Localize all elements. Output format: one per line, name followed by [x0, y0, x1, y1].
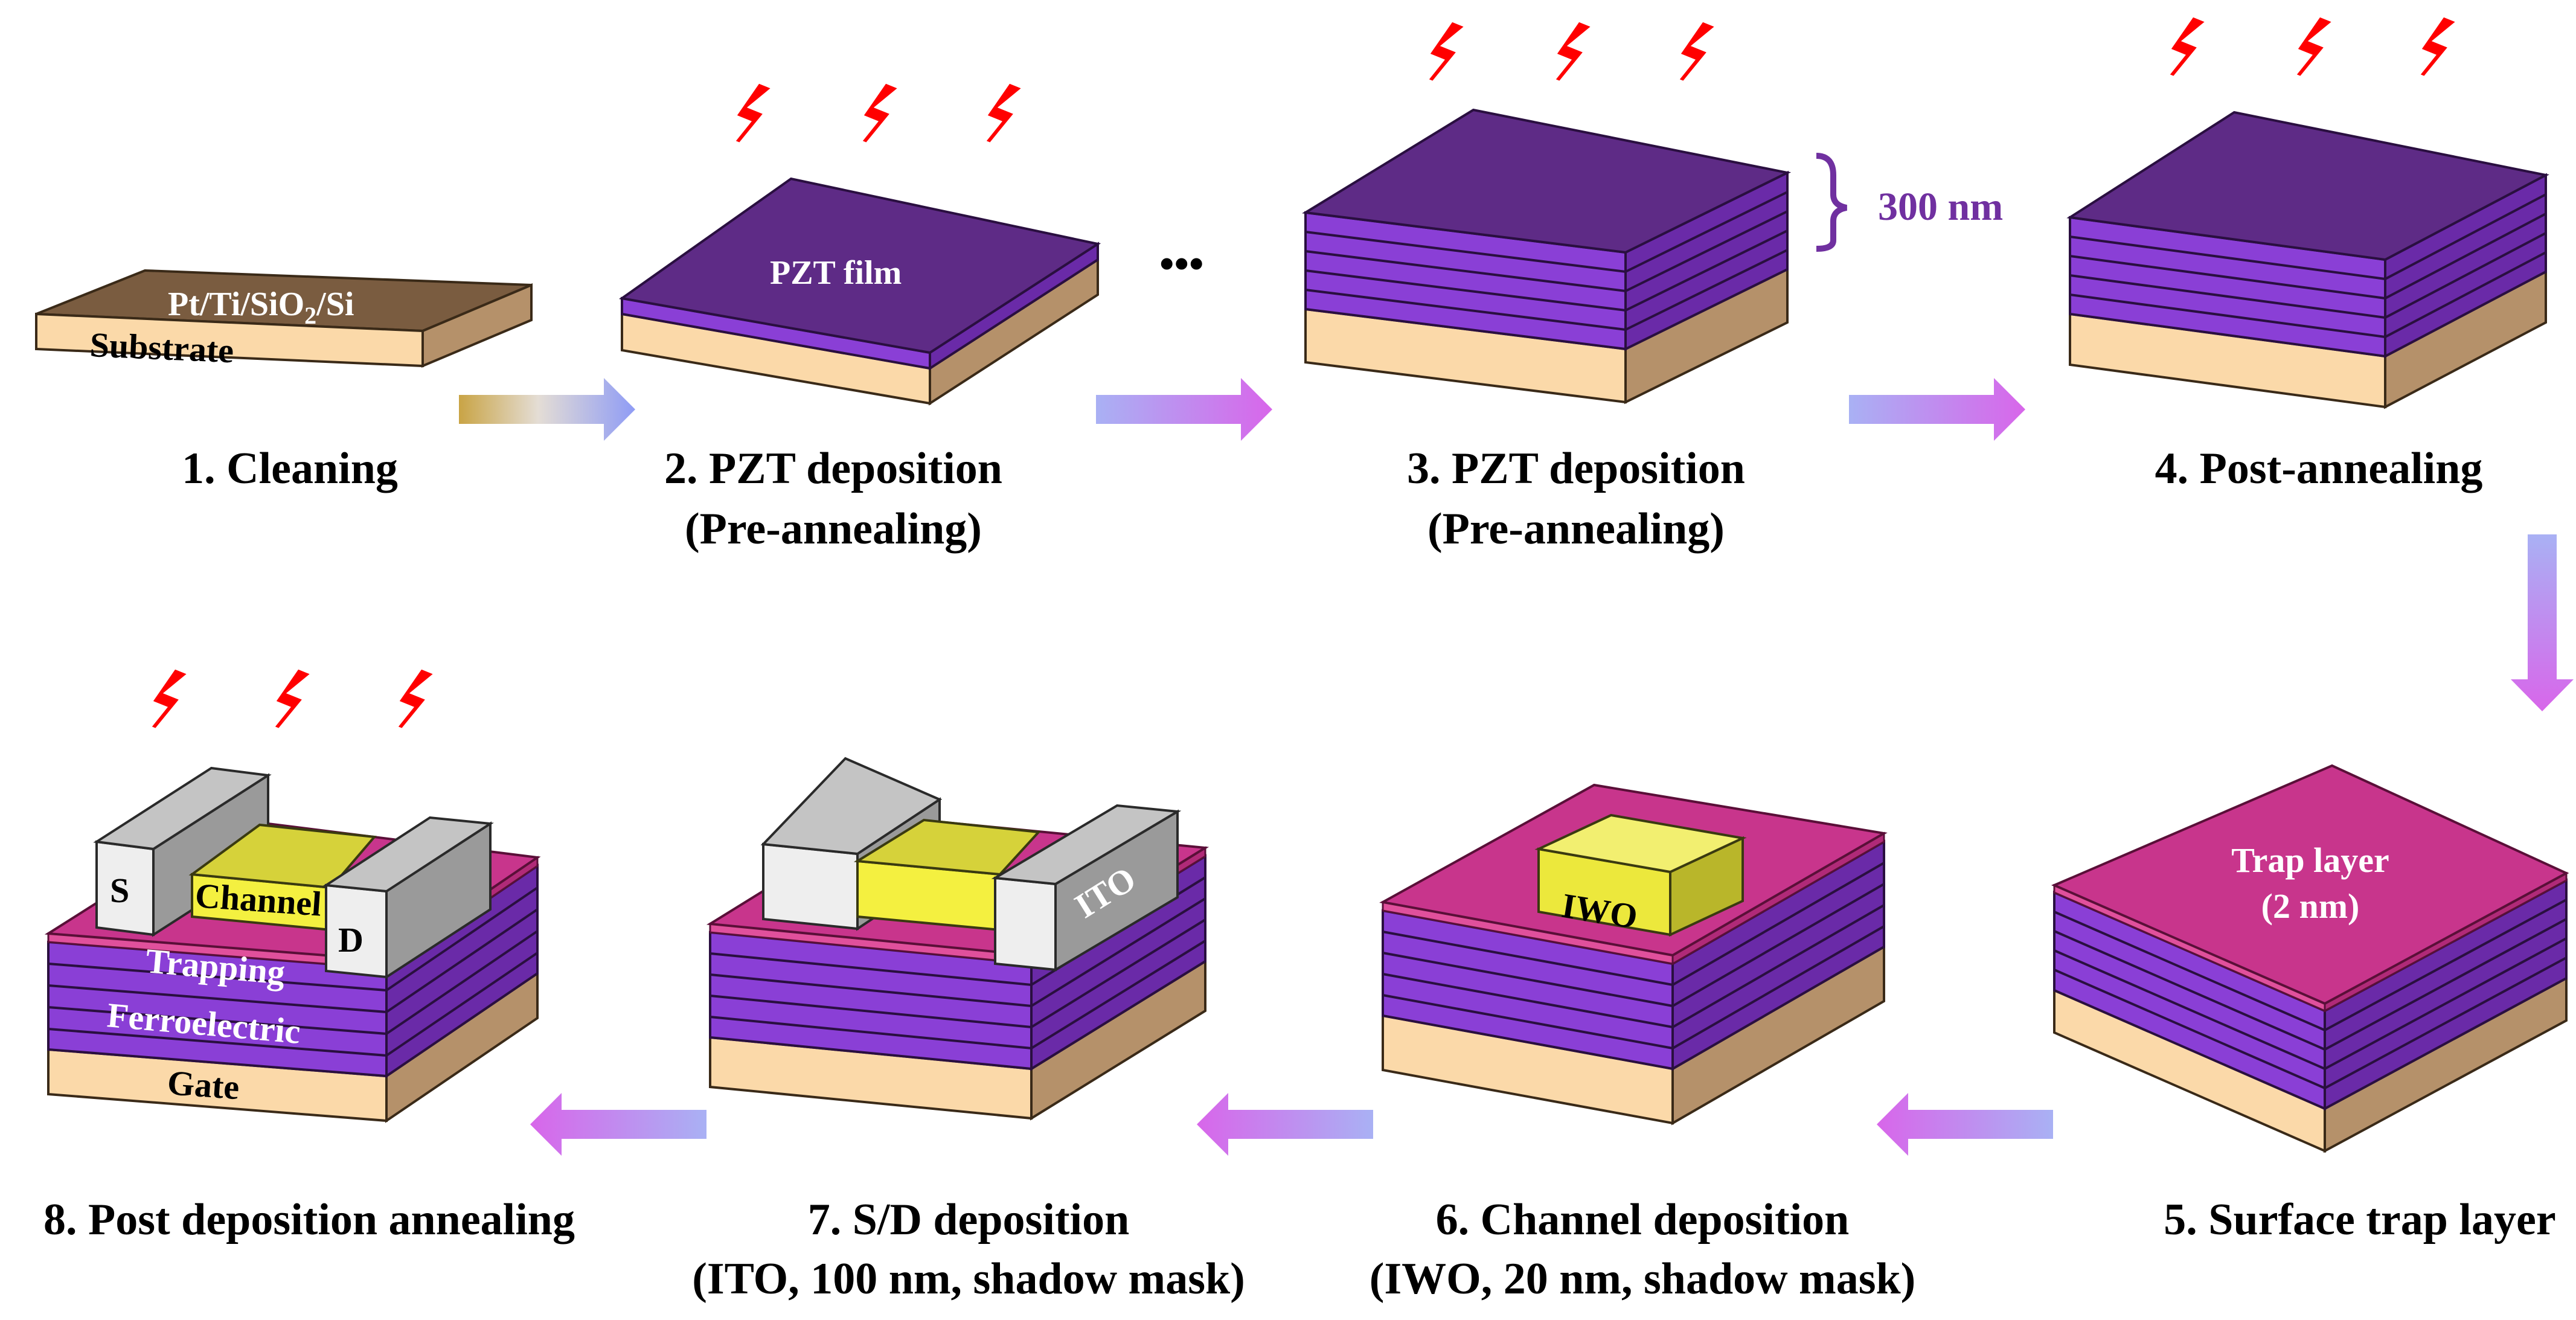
- channel-block: Channel: [188, 823, 377, 932]
- step-4-annealed-pzt: [2066, 111, 2549, 409]
- lightning-bolt-icon: [390, 666, 435, 732]
- gradient-arrow-icon: [459, 378, 635, 441]
- step-3-stacked-pzt: [1302, 108, 1792, 405]
- process-arrows: [459, 378, 2574, 1156]
- gradient-arrow-icon: [1197, 1093, 1373, 1156]
- step-3-title: 3. PZT deposition: [1407, 444, 1745, 493]
- step-7-sd-deposition: ITO: [706, 757, 1210, 1121]
- drain-top-face: [322, 816, 494, 893]
- pzt-layer-lines: [1382, 862, 1885, 1050]
- source-top-face: [93, 766, 272, 851]
- lightning-bolt-icon: [854, 80, 900, 147]
- trap-layer-label: Trap layer: [2231, 841, 2389, 880]
- source-electrode: S: [93, 766, 272, 937]
- step-4-title: 4. Post-annealing: [2155, 444, 2483, 493]
- ito-top-face: [991, 804, 1182, 886]
- source-front-face: [762, 842, 859, 931]
- thickness-bracket: 300 nm: [1816, 153, 2003, 252]
- substrate-side-label: Substrate: [89, 325, 234, 370]
- pzt-layer-lines: [2054, 899, 2567, 1090]
- lightning-bolt-icon: [2289, 14, 2334, 80]
- gradient-arrow-icon: [1877, 1093, 2053, 1156]
- pzt-top-face: [618, 177, 1101, 354]
- channel-label: Channel: [194, 876, 323, 923]
- step-2-subtitle: (Pre-annealing): [685, 504, 982, 554]
- lightning-bolt-icon: [1671, 19, 1717, 85]
- gradient-arrow-icon: [530, 1093, 706, 1156]
- pzt-film-label: PZT film: [770, 254, 902, 292]
- drain-electrode: ITO: [991, 804, 1182, 972]
- lightning-bolt-icon: [978, 80, 1024, 147]
- step-5-surface-trap-layer: Trap layer (2 nm): [2051, 764, 2569, 1153]
- step-6-subtitle: (IWO, 20 nm, shadow mask): [1370, 1254, 1916, 1304]
- step-3-subtitle: (Pre-annealing): [1427, 504, 1725, 554]
- channel-top-face: [853, 818, 1042, 876]
- pzt-top-face: [2066, 111, 2549, 261]
- step-1-substrate: Pt/Ti/SiO2/Si Substrate: [35, 269, 533, 370]
- ellipsis-icon: •••: [1159, 241, 1204, 287]
- pzt-layer-lines: [2069, 193, 2546, 339]
- step-8-title: 8. Post deposition annealing: [43, 1195, 575, 1245]
- substrate-top-label: Pt/Ti/SiO2/Si: [168, 286, 354, 329]
- iwo-channel-block: [853, 818, 1042, 932]
- lightning-bolt-icon: [2412, 14, 2458, 80]
- gradient-arrow-icon: [1849, 378, 2025, 441]
- step-2-first-pzt-layer: PZT film: [618, 177, 1101, 406]
- pzt-top-face: [1302, 108, 1792, 254]
- step-6-channel-deposition: IWO: [1379, 783, 1888, 1126]
- channel-top-face: [188, 823, 377, 889]
- step-7-title: 7. S/D deposition: [808, 1195, 1130, 1245]
- step-captions: 1. Cleaning 2. PZT deposition (Pre-annea…: [43, 444, 2556, 1304]
- lightning-bolt-icon: [2162, 14, 2207, 80]
- gate-label: Gate: [166, 1063, 240, 1107]
- drain-label: D: [338, 920, 364, 960]
- source-label: S: [110, 871, 129, 910]
- lightning-bolt-icon: [1548, 19, 1593, 85]
- gradient-arrow-icon: [2511, 534, 2574, 711]
- gradient-arrow-icon: [1096, 378, 1272, 441]
- step-5-title: 5. Surface trap layer: [2164, 1195, 2555, 1245]
- heat-bolts: [144, 14, 2458, 732]
- source-top-face: [760, 757, 943, 856]
- step-6-title: 6. Channel deposition: [1436, 1195, 1850, 1245]
- thickness-label: 300 nm: [1878, 185, 2003, 229]
- ito-front-face: [994, 876, 1057, 972]
- step-7-subtitle: (ITO, 100 nm, shadow mask): [692, 1254, 1245, 1304]
- lightning-bolt-icon: [1421, 19, 1466, 85]
- pzt-layer-lines: [48, 886, 539, 1057]
- trap-thickness-label: (2 nm): [2261, 886, 2360, 926]
- curly-bracket-icon: [1816, 153, 1848, 252]
- lightning-bolt-icon: [267, 666, 312, 732]
- step-2-title: 2. PZT deposition: [664, 444, 1002, 493]
- substrate-right-face: [421, 283, 533, 368]
- drain-electrode: D: [322, 816, 494, 979]
- step-8-final-device: S Channel D Trapping Ferroelectric Gate: [44, 766, 541, 1123]
- pzt-layer-lines: [1305, 191, 1788, 332]
- trap-top-face: [2051, 764, 2569, 1005]
- lightning-bolt-icon: [728, 80, 773, 147]
- iwo-top-face: [1534, 813, 1747, 874]
- lightning-bolt-icon: [144, 666, 189, 732]
- step-1-title: 1. Cleaning: [182, 444, 398, 493]
